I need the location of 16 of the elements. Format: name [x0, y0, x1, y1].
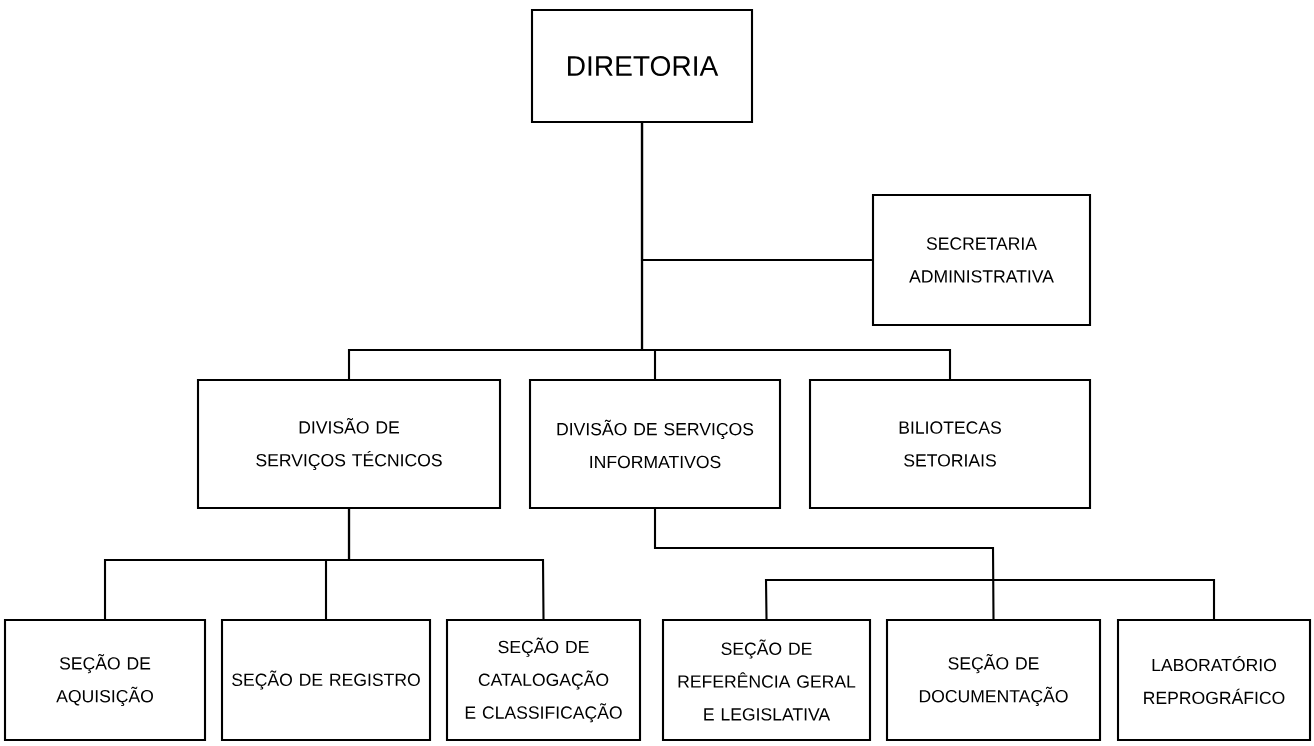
- connector-line: [347, 509, 545, 619]
- connector-line: [764, 578, 993, 619]
- unit-box: SEÇÃO DE REFERÊNCIA GERAL E LEGISLATIVA: [661, 618, 872, 742]
- connector-line: [993, 578, 1216, 619]
- title-box: DIRETORIA: [530, 8, 754, 124]
- unit-box: DIVISÃO DE SERVIÇOS TÉCNICOS: [196, 378, 502, 510]
- unit-box: SEÇÃO DE CATALOGAÇÃO E CLASSIFICAÇÃO: [445, 618, 642, 742]
- unit-box: SEÇÃO DE AQUISIÇÃO: [3, 618, 207, 742]
- unit-box: SEÇÃO DE REGISTRO: [220, 618, 432, 742]
- unit-box: SEÇÃO DE DOCUMENTAÇÃO: [885, 618, 1102, 742]
- connector-line: [640, 123, 952, 379]
- unit-box: BILIOTECAS SETORIAIS: [808, 378, 1092, 510]
- connector-line: [653, 509, 995, 619]
- unit-box: LABORATÓRIO REPROGRÁFICO: [1116, 618, 1312, 742]
- unit-box: DIVISÃO DE SERVIÇOS INFORMATIVOS: [528, 378, 782, 510]
- unit-box: SECRETARIA ADMINISTRATIVA: [871, 193, 1092, 327]
